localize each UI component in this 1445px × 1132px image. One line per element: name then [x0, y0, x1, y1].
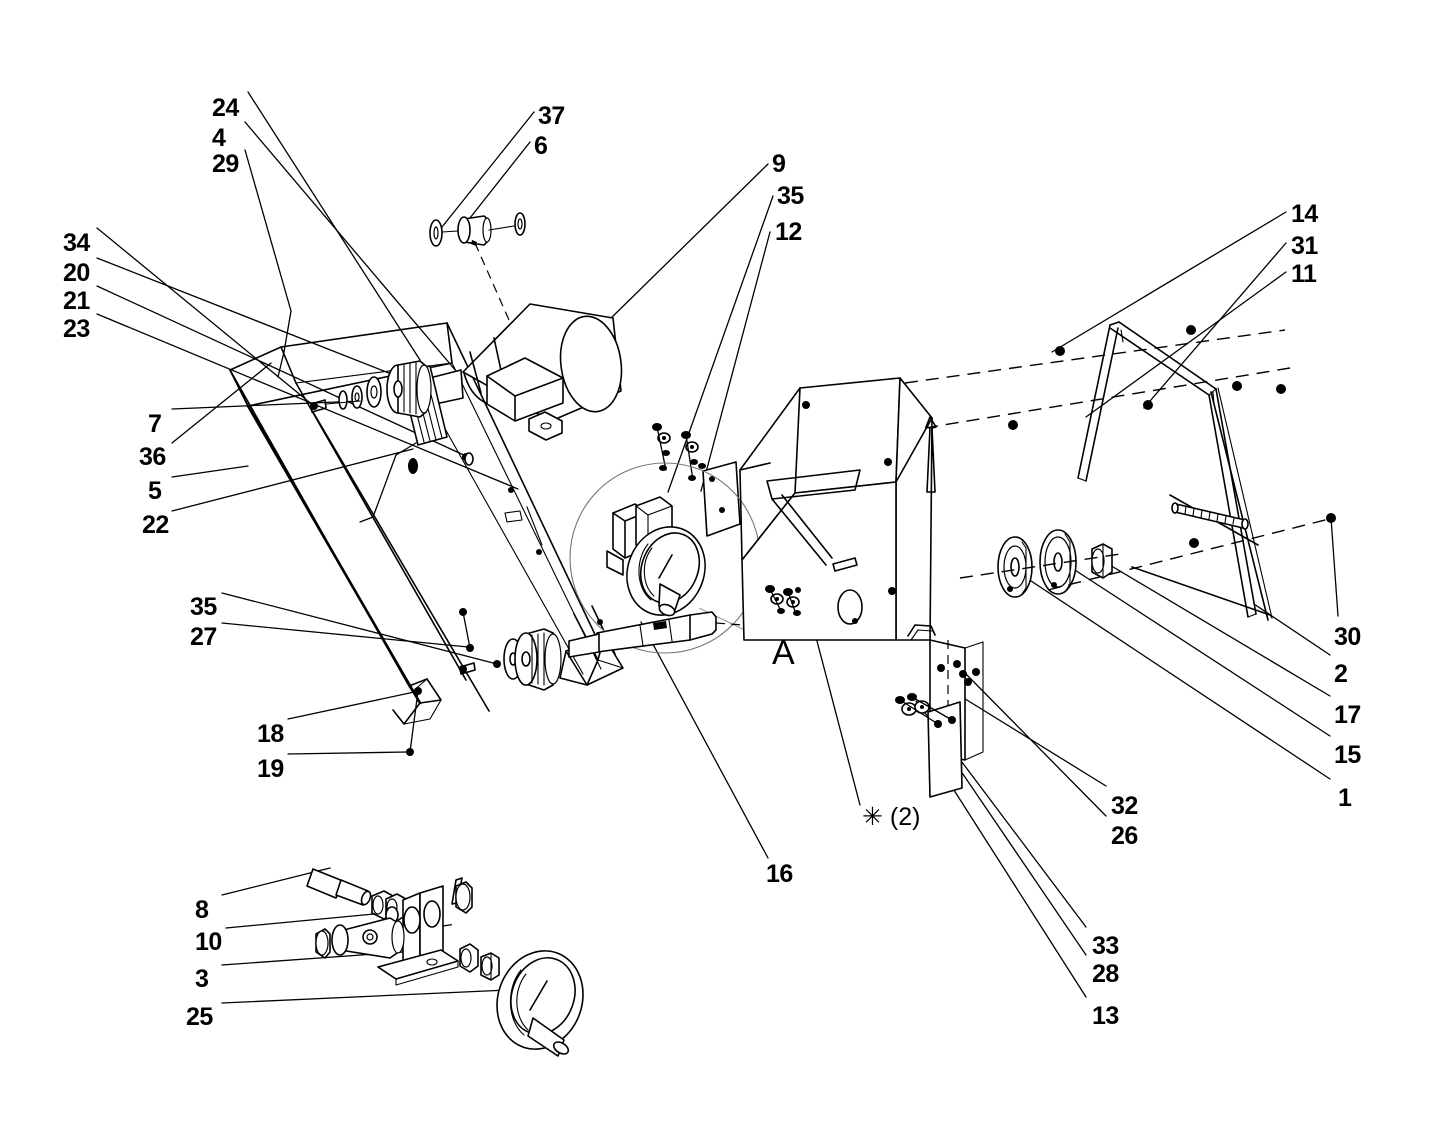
callout-35-left: 35	[190, 593, 217, 621]
leader-lines	[96, 91, 1339, 1004]
detail-marker-a: A	[772, 634, 795, 672]
quantity-note: ✳ (2)	[862, 803, 921, 831]
callout-33: 33	[1092, 932, 1119, 960]
bed-detail-lines	[408, 452, 603, 625]
guard-frame	[904, 321, 1336, 621]
callout-9: 9	[772, 150, 786, 178]
callout-20: 20	[63, 259, 90, 287]
callout-13: 13	[1092, 1002, 1119, 1030]
callout-2: 2	[1334, 660, 1348, 688]
callout-14: 14	[1291, 200, 1318, 228]
bushing-kit-top	[429, 212, 526, 321]
callout-16: 16	[766, 860, 793, 888]
callout-7: 7	[148, 410, 162, 438]
callout-24: 24	[212, 94, 239, 122]
callout-31: 31	[1291, 232, 1318, 260]
fastener-cluster-leg	[937, 660, 980, 686]
callout-37: 37	[538, 102, 565, 130]
callout-10: 10	[195, 928, 222, 956]
main-shaft	[568, 611, 771, 658]
motor-assembly	[413, 303, 623, 441]
idler-pulley-group	[406, 608, 562, 756]
mount-bracket-bottom	[895, 693, 963, 798]
callout-15: 15	[1334, 741, 1361, 769]
fastener-cluster-hopper	[765, 585, 801, 616]
callout-28: 28	[1092, 960, 1119, 988]
callout-4: 4	[212, 124, 226, 152]
callout-23: 23	[63, 315, 90, 343]
callout-26: 26	[1111, 822, 1138, 850]
callout-17: 17	[1334, 701, 1361, 729]
detail-a-circle	[569, 462, 761, 654]
callout-3: 3	[195, 965, 209, 993]
callout-27: 27	[190, 623, 217, 651]
callout-11: 11	[1291, 260, 1317, 288]
callout-35-center: 35	[777, 182, 804, 210]
fastener-cluster-center	[652, 423, 706, 481]
callout-8: 8	[195, 896, 209, 924]
callout-30: 30	[1334, 623, 1361, 651]
callout-22: 22	[142, 511, 169, 539]
handwheel-detail-assembly	[306, 868, 584, 1057]
callout-6: 6	[534, 132, 548, 160]
callout-21: 21	[63, 287, 90, 315]
callout-25: 25	[186, 1003, 213, 1031]
callout-12: 12	[775, 218, 802, 246]
conveyor-frame-assembly	[229, 322, 624, 725]
callout-36: 36	[139, 443, 166, 471]
callout-19: 19	[257, 755, 284, 783]
drive-pulley-group	[310, 360, 448, 446]
callout-34: 34	[63, 229, 90, 257]
disc-flange-group	[959, 529, 1121, 598]
callout-29: 29	[212, 150, 239, 178]
callout-32: 32	[1111, 792, 1138, 820]
hopper-housing	[739, 377, 984, 761]
upright-mounting-plate	[702, 461, 741, 537]
callout-1: 1	[1338, 784, 1352, 812]
callout-18: 18	[257, 720, 284, 748]
callout-5: 5	[148, 477, 162, 505]
